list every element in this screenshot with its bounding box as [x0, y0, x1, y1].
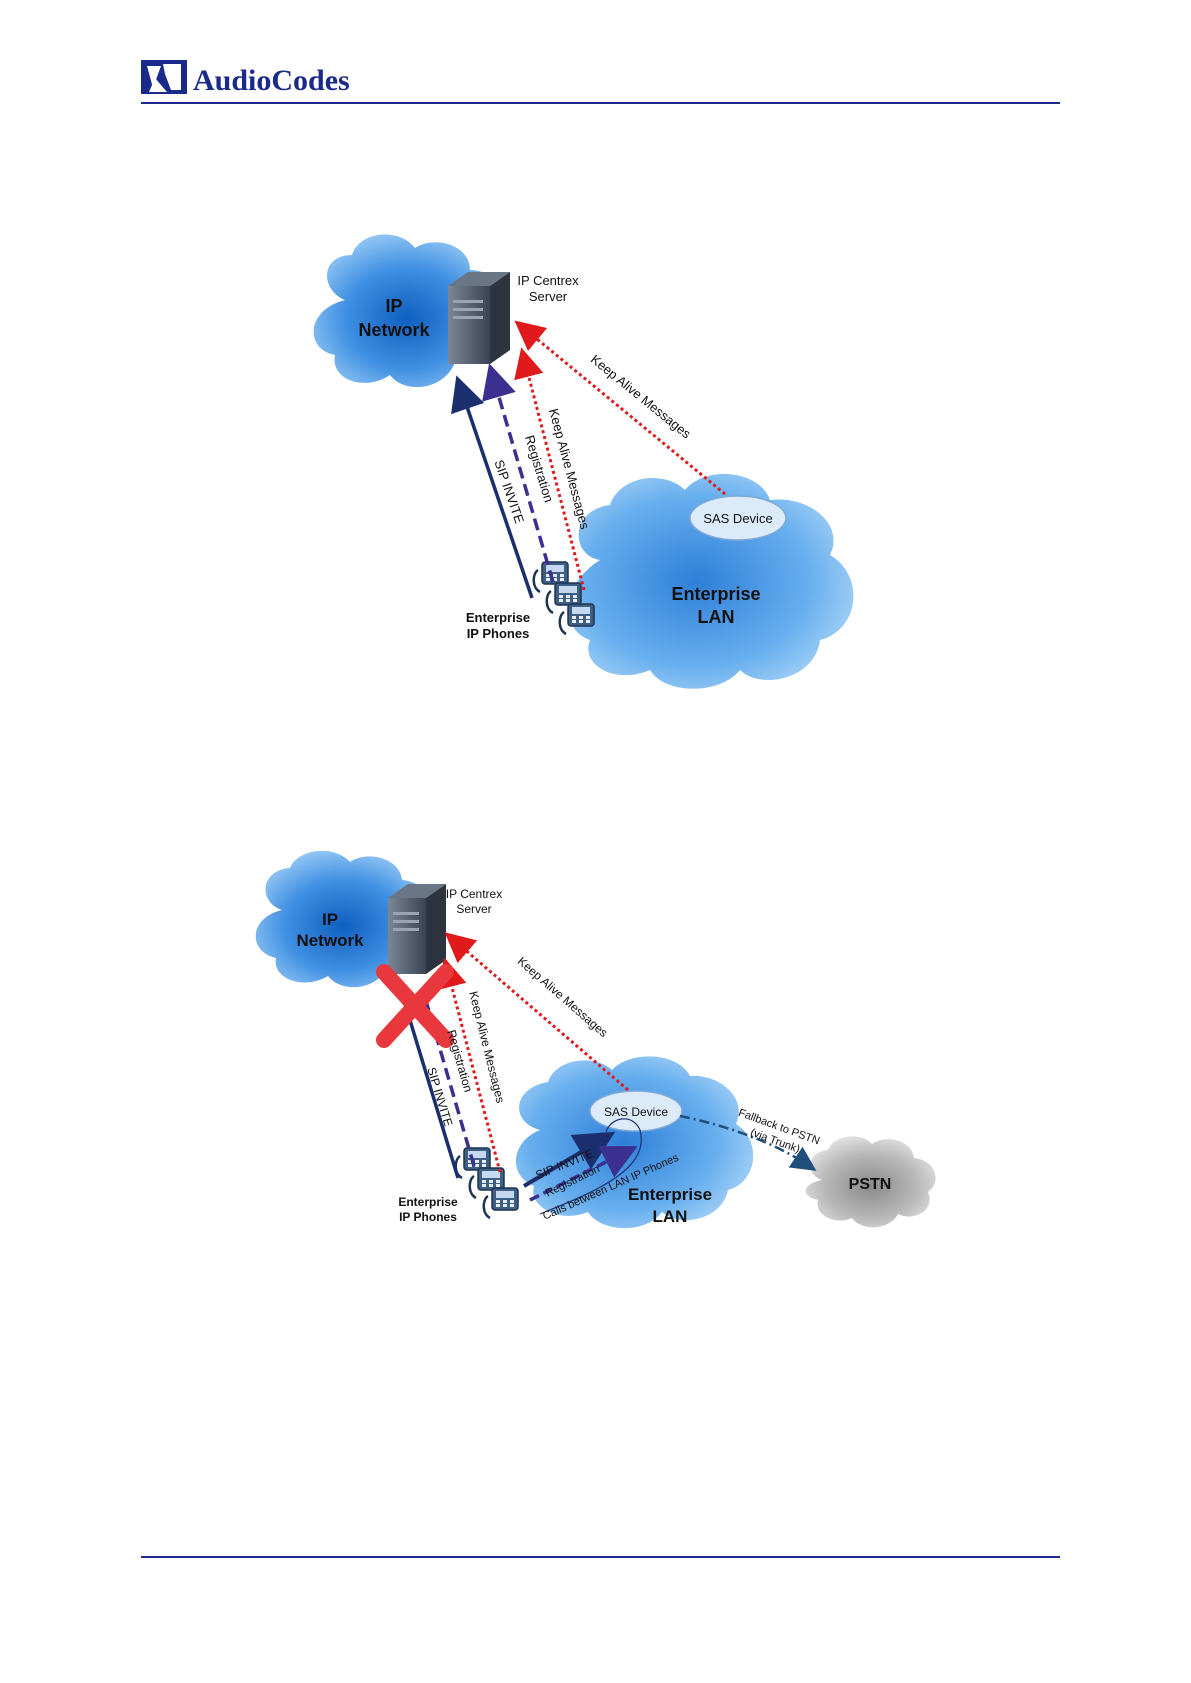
audiocodes-logo: AudioCodes [141, 60, 350, 97]
sas-device-label: SAS Device [703, 511, 772, 526]
server-2-label-line1: IP Centrex [446, 887, 502, 901]
pstn-cloud [805, 1136, 936, 1228]
sip-invite-2-label: SIP INVITE [424, 1066, 455, 1129]
ip-network-2-label-line1: IP [322, 910, 338, 929]
phones-label-line2: IP Phones [467, 626, 530, 641]
sas-keep-alive-label: Keep Alive Messages [588, 352, 694, 442]
brand-name: AudioCodes [193, 64, 350, 97]
enterprise-lan-2-label-line2: LAN [653, 1207, 688, 1226]
sas-keep-alive-arrow [514, 320, 726, 496]
ip-network-label-line1: IP [385, 296, 402, 316]
sas-device-node [689, 495, 787, 541]
local-calls-loop [539, 1118, 642, 1215]
sas-device-2-node [589, 1090, 683, 1132]
sip-invite-2-arrow [400, 993, 460, 1179]
audiocodes-logo-mark-icon [141, 60, 187, 94]
local-registration-arrow [529, 1146, 638, 1202]
pstn-label: PSTN [849, 1176, 892, 1193]
fallback-arrow [679, 1114, 817, 1171]
ip-network-2-label-line2: Network [296, 931, 364, 950]
enterprise-lan-label-line1: Enterprise [671, 584, 760, 604]
ip-network-cloud-2 [255, 850, 431, 988]
sas-keep-alive-2-label: Keep Alive Messages [515, 954, 611, 1040]
sas-keep-alive-2-arrow [444, 932, 629, 1092]
local-sip-invite-arrow [522, 1131, 616, 1188]
header-rule [141, 102, 1060, 104]
phones-2-label-line2: IP Phones [399, 1210, 457, 1224]
phones-2-label-line1: Enterprise [398, 1195, 458, 1209]
ip-phones-2-icon [454, 1146, 520, 1220]
enterprise-lan-2-label-line1: Enterprise [628, 1185, 712, 1204]
sas-device-2-label: SAS Device [604, 1105, 668, 1119]
phones-label-line1: Enterprise [466, 610, 530, 625]
server-label-line2: Server [529, 289, 568, 304]
enterprise-lan-label-line2: LAN [698, 607, 735, 627]
diagram-1: IP Network IP Centrex Server Enterprise … [313, 234, 854, 689]
enterprise-lan-cloud-2 [515, 1056, 754, 1229]
phones-keep-alive-2-arrow [437, 957, 502, 1173]
phones-keep-alive-label: Keep Alive Messages [546, 407, 593, 531]
footer-rule [141, 1556, 1060, 1558]
server-2-label-line2: Server [456, 902, 491, 916]
server-label-line1: IP Centrex [517, 273, 579, 288]
server-icon [448, 272, 510, 364]
server-2-icon [388, 884, 446, 974]
sip-invite-arrow [451, 375, 534, 599]
ip-network-label-line2: Network [358, 320, 430, 340]
diagram-2: IP Network IP Centrex Server Enterprise … [255, 850, 936, 1229]
blocked-cross-icon [376, 964, 454, 1048]
